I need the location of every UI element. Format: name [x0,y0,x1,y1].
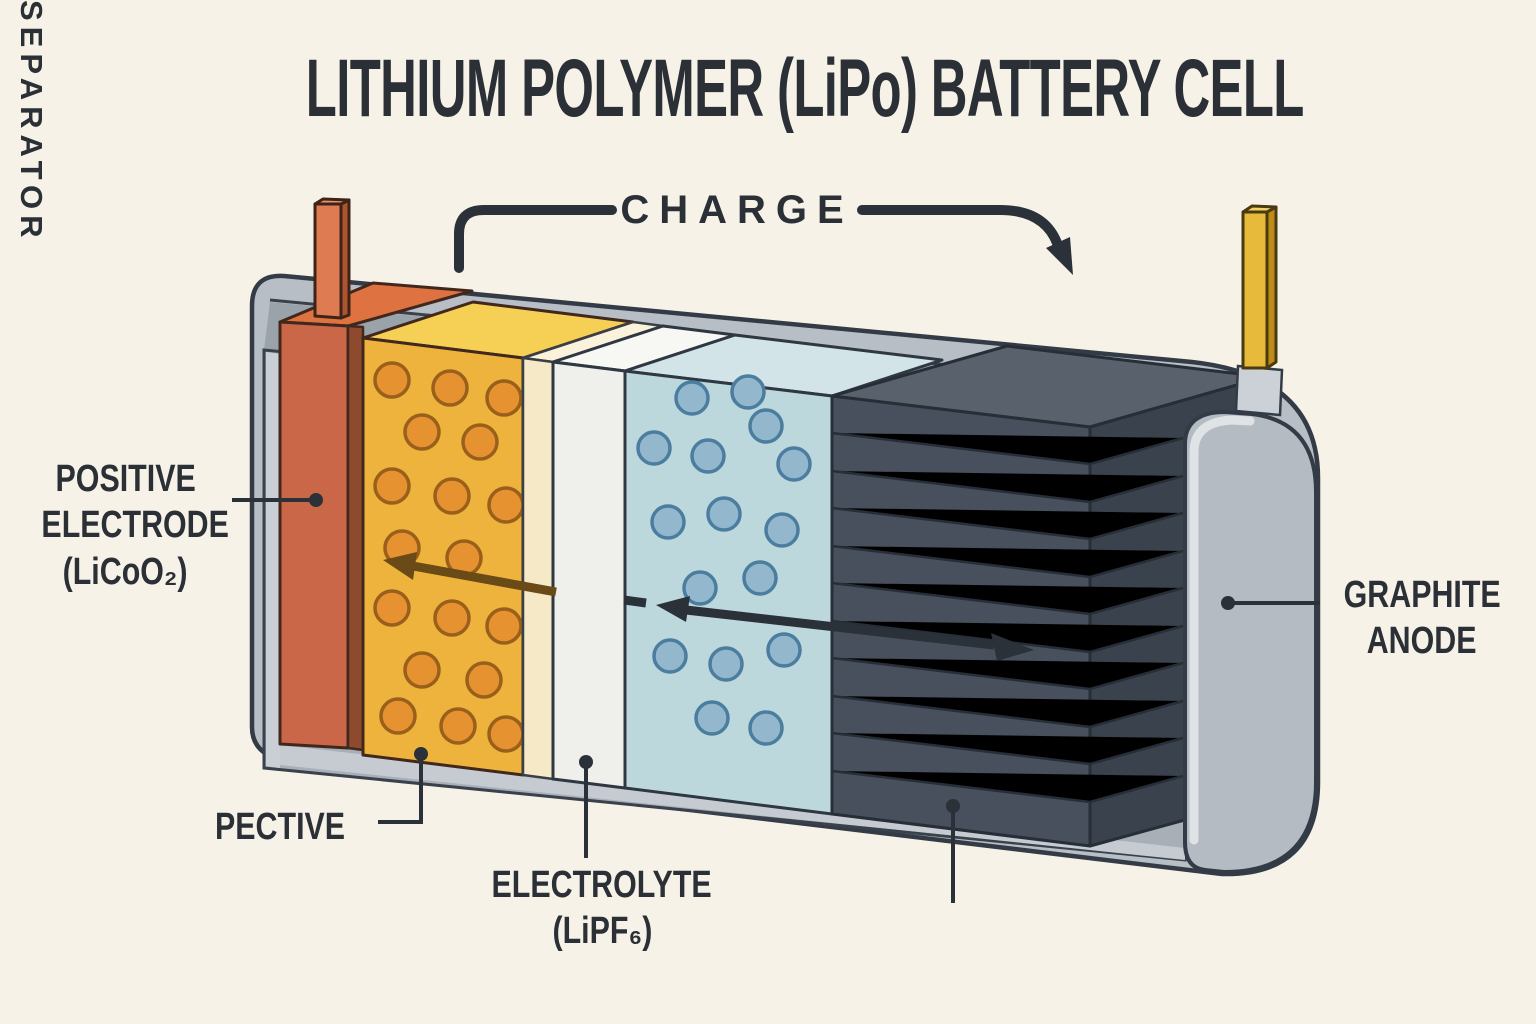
leader-lines [232,493,1320,903]
anode-strata-lines [831,431,1184,804]
positive-electrode-leader [232,493,323,507]
charge-arrow [454,205,1073,275]
positive-electrode-label: POSITIVE ELECTRODE (LiCoO₂) [41,458,229,593]
ion-flow-arrow-cathode [383,552,557,597]
anode-bottom-leader [946,799,960,903]
positive-electrode-layer [278,281,474,752]
casing-right-end [1183,364,1318,874]
pective-leader [378,747,428,824]
ion-flow-double-arrow [623,595,1034,661]
charge-label: CHARGE [620,188,854,232]
pective-label: PECTIVE [215,806,346,848]
electrolyte-layer [623,333,944,816]
negative-terminal [1241,204,1278,370]
separator-label: SEPARATOR [14,0,49,244]
graphite-anode-leader [1221,596,1320,610]
electrolyte-leader [579,755,593,858]
page-title-text: LITHIUM POLYMER (LiPo) BATTERY CELL [305,43,1305,134]
electrolyte-ions [636,374,812,746]
graphite-anode-label: GRAPHITE ANODE [1343,574,1501,663]
positive-terminal [313,197,351,320]
separator-layer [551,324,737,790]
cathode-layer [361,300,635,777]
cathode-particles [373,361,525,753]
electrolyte-label: ELECTROLYTE (LiPF₆) [491,864,713,953]
page-title: LITHIUM POLYMER (LiPo) BATTERY CELL [0,43,1536,134]
